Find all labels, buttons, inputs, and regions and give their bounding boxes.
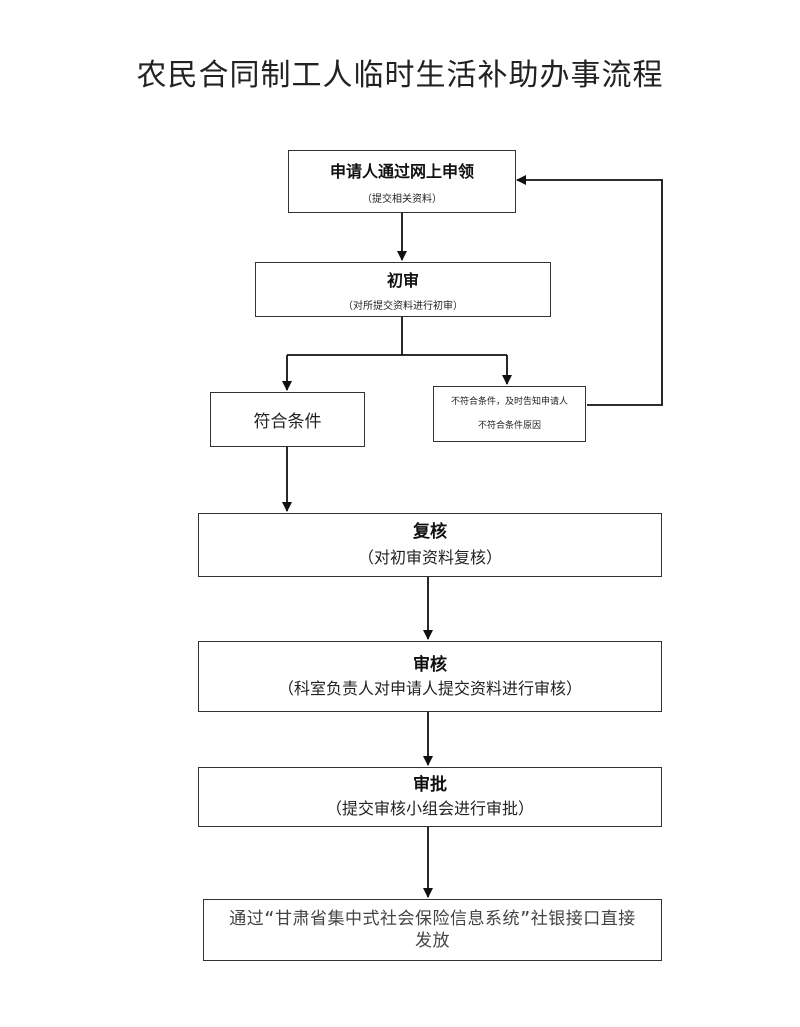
step-approve-box: 审批 （提交审核小组会进行审批） [198, 767, 662, 827]
arrow-ineligible-loop-back [516, 175, 663, 406]
step-initial-review-box: 初审 （对所提交资料进行初审） [255, 262, 551, 317]
step-ineligible-line2: 不符合条件原因 [477, 421, 541, 431]
page-title: 农民合同制工人临时生活补助办事流程 [136, 58, 664, 93]
step-apply-note: （提交相关资料） [362, 194, 442, 205]
step-audit-label: 审核 [413, 654, 447, 675]
step-ineligible-box: 不符合条件，及时告知申请人 不符合条件原因 [433, 386, 586, 442]
step-initial-review-note: （对所提交资料进行初审） [343, 301, 463, 312]
step-eligible-box: 符合条件 [210, 392, 365, 447]
step-initial-review-label: 初审 [386, 271, 419, 290]
step-apply-label: 申请人通过网上申领 [329, 162, 474, 181]
step-recheck-label: 复核 [413, 522, 447, 542]
step-approve-note: （提交审核小组会进行审批） [325, 799, 534, 818]
step-payout-box: 通过“甘肃省集中式社会保险信息系统”社银接口直接发放 [203, 899, 662, 961]
step-ineligible-line1: 不符合条件，及时告知申请人 [450, 397, 568, 407]
step-recheck-note: （对初审资料复核） [357, 548, 502, 567]
step-recheck-box: 复核 （对初审资料复核） [198, 513, 662, 577]
step-audit-box: 审核 （科室负责人对申请人提交资料进行审核） [198, 641, 662, 712]
step-approve-label: 审批 [413, 775, 447, 795]
step-payout-text: 通过“甘肃省集中式社会保险信息系统”社银接口直接发放 [229, 909, 636, 951]
step-audit-note: （科室负责人对申请人提交资料进行审核） [277, 678, 582, 698]
step-apply-box: 申请人通过网上申领 （提交相关资料） [288, 150, 516, 213]
step-eligible-label: 符合条件 [253, 412, 322, 432]
